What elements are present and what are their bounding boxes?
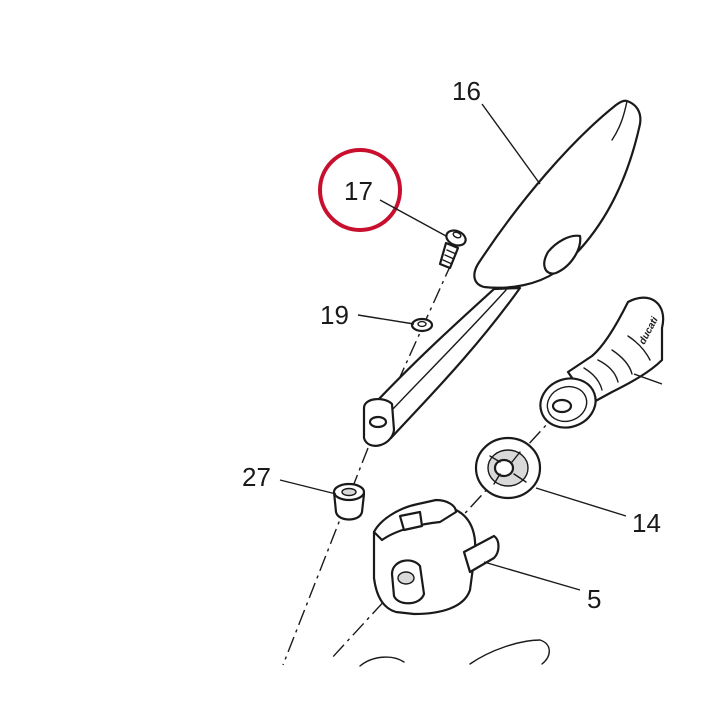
- grip-rib-1: [627, 335, 651, 361]
- callout-5-leader: [483, 561, 581, 591]
- mirror-part-16[interactable]: [362, 99, 642, 447]
- callout-27-label: 27: [242, 462, 271, 492]
- cropped-lower-parts: [359, 639, 550, 667]
- grip-end-ring-hub: [493, 458, 515, 478]
- callout-14-upper-leader: [633, 373, 663, 385]
- mirror-mount-hole: [368, 415, 388, 429]
- callout-17-label: 17: [344, 176, 373, 206]
- lower-part-outline-right: [469, 639, 550, 665]
- highlight-circle: [318, 148, 402, 232]
- mirror-stem: [371, 286, 522, 440]
- grip-end-ring-spokes: [489, 451, 527, 485]
- bolt-head-socket: [452, 231, 462, 239]
- spacer-bore: [341, 487, 357, 497]
- grip-rib-2: [611, 349, 633, 375]
- grip-body: [566, 296, 665, 406]
- callout-5-label: 5: [587, 584, 601, 614]
- callout-27: 27: [242, 462, 337, 495]
- mirror-stem-ridge: [391, 289, 507, 411]
- switch-axis-line: [329, 409, 561, 661]
- callout-14-leader: [535, 487, 627, 517]
- callout-14-label: 14: [632, 508, 661, 538]
- grip-rib-3: [597, 359, 619, 383]
- callout-16: 16: [452, 76, 541, 185]
- grip-part-14[interactable]: ducati: [474, 296, 665, 500]
- callout-19: 19: [320, 300, 415, 330]
- bolt-shank: [438, 241, 460, 270]
- grip-flange-hole: [551, 398, 573, 414]
- switch-button-top: [398, 510, 424, 532]
- washer-part-19[interactable]: [410, 317, 434, 333]
- grip-rib-4: [583, 367, 603, 391]
- callout-19-label: 19: [320, 300, 349, 330]
- callout-16-label: 16: [452, 76, 481, 106]
- bolt-part-17[interactable]: [438, 228, 468, 270]
- callout-27-leader: [279, 479, 337, 495]
- lower-part-outline-left: [359, 656, 405, 667]
- callout-5: 5: [483, 561, 601, 614]
- switch-bore: [397, 571, 415, 585]
- switch-housing-part-5[interactable]: [372, 498, 500, 616]
- callout-14: 14: [535, 373, 663, 538]
- switch-lever: [462, 534, 500, 574]
- callout-17: 17: [318, 148, 447, 237]
- grip-flange-inner: [546, 385, 588, 423]
- callout-17-leader: [379, 199, 447, 237]
- callout-16-leader: [481, 103, 541, 185]
- mirror-head-rim: [611, 100, 628, 141]
- washer-hole: [417, 320, 427, 328]
- mirror-reflector-notch: [543, 234, 582, 275]
- washer-outer: [410, 317, 434, 333]
- callout-19-leader: [357, 314, 415, 325]
- bolt-thread-lines: [442, 249, 457, 265]
- spacer-part-27[interactable]: [332, 482, 366, 521]
- mirror-head: [473, 99, 642, 289]
